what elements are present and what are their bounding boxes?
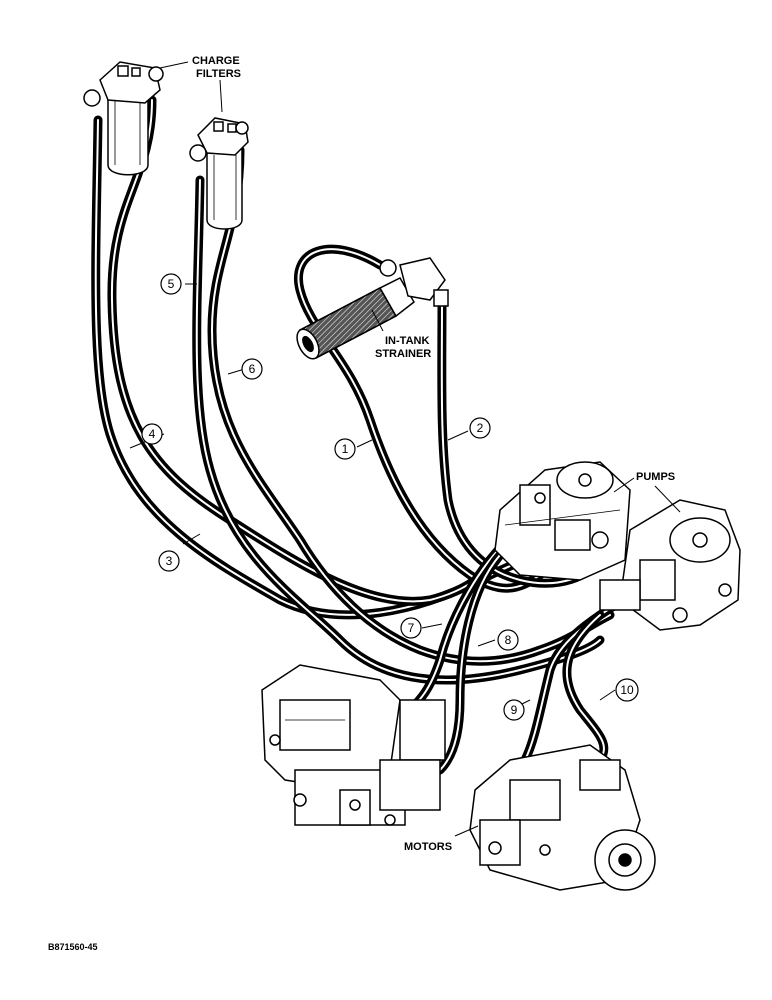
callout-4: 4 [141, 423, 163, 445]
label-in-tank-2: STRAINER [375, 348, 431, 360]
callout-6: 6 [241, 358, 263, 380]
motor-left [261, 664, 446, 826]
svg-text:6: 6 [249, 362, 256, 376]
hose-3 [107, 95, 505, 606]
callout-1: 1 [334, 438, 356, 460]
hose-10 [562, 610, 609, 765]
callout-3: 3 [158, 550, 180, 572]
pump-front [599, 499, 741, 631]
callout-7: 7 [400, 617, 422, 639]
svg-text:8: 8 [505, 633, 512, 647]
hose-2 [437, 295, 605, 588]
in-tank-strainer [296, 257, 449, 360]
svg-text:4: 4 [149, 427, 156, 441]
charge-filter-left [83, 61, 164, 176]
label-pumps: PUMPS [636, 471, 675, 483]
svg-text:1: 1 [342, 442, 349, 456]
callout-10: 10 [615, 678, 639, 702]
component-labels: CHARGE FILTERS IN-TANK STRAINER PUMPS MO… [192, 55, 675, 853]
callout-9: 9 [503, 699, 525, 721]
callout-2: 2 [469, 417, 491, 439]
callout-5: 5 [160, 273, 182, 295]
callout-8: 8 [497, 629, 519, 651]
pump-rear [494, 461, 631, 581]
hose-9 [520, 585, 645, 765]
figure-code: B871560-45 [48, 942, 98, 952]
hose-6 [207, 145, 615, 666]
label-in-tank-1: IN-TANK [385, 335, 429, 347]
hose-5 [192, 175, 605, 685]
label-charge-filters-2: FILTERS [196, 68, 241, 80]
svg-text:5: 5 [168, 277, 175, 291]
svg-text:3: 3 [166, 554, 173, 568]
svg-text:10: 10 [620, 683, 634, 697]
svg-text:9: 9 [511, 703, 518, 717]
hoses [91, 95, 645, 775]
svg-text:7: 7 [408, 621, 415, 635]
hose-7 [405, 525, 525, 715]
svg-text:2: 2 [477, 421, 484, 435]
callouts: 1 2 3 4 5 6 7 8 9 10 [141, 273, 639, 721]
label-charge-filters-1: CHARGE [192, 55, 240, 67]
charge-filter-right [189, 117, 249, 230]
label-motors: MOTORS [404, 841, 452, 853]
hose-8 [435, 550, 505, 775]
motor-right [469, 744, 656, 891]
